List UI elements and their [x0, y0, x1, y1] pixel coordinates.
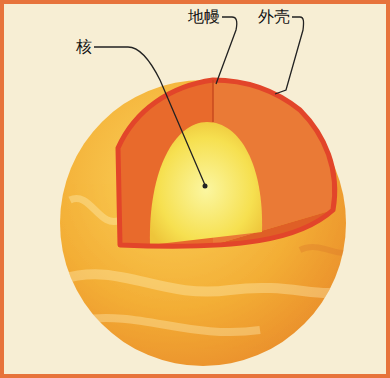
core [150, 122, 262, 245]
leader-line [275, 17, 304, 94]
background [4, 4, 386, 374]
leader-line [94, 47, 205, 185]
leader-line [216, 17, 237, 84]
part-label: 外壳 [256, 7, 292, 26]
leader-dot [203, 184, 208, 189]
part-label: 地幔 [186, 7, 222, 26]
crust-rim [118, 80, 335, 246]
part-label: 核 [74, 37, 94, 56]
planet-sphere [60, 80, 346, 366]
cut-edge [212, 80, 214, 122]
